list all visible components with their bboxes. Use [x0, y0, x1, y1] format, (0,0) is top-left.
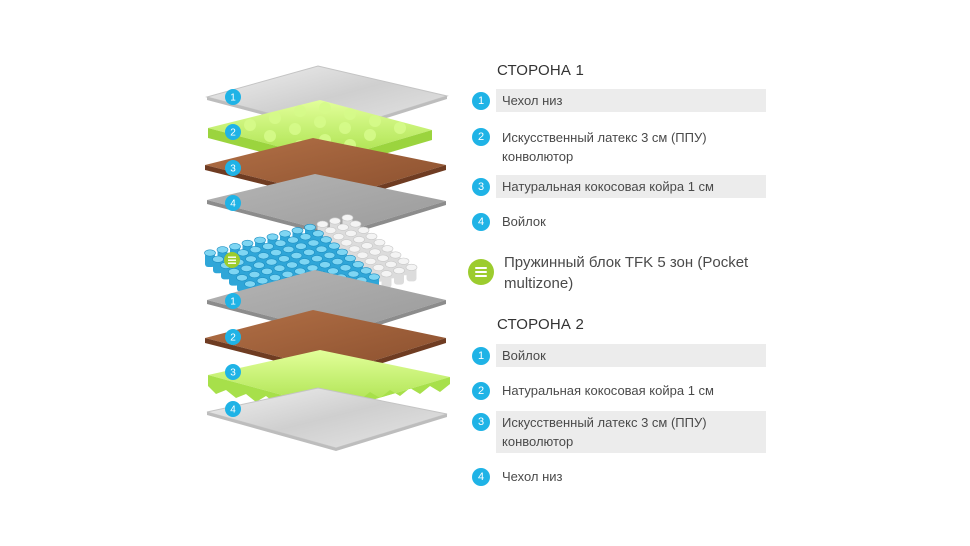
number-badge: 3: [472, 177, 490, 196]
side2-item-1-label: Войлок: [496, 344, 766, 367]
layer-cover-bottom: [206, 387, 448, 451]
diagram-badge-bottom-3: [225, 364, 241, 380]
side2-title: СТОРОНА 2: [497, 316, 584, 333]
side1-item-4: 4 Войлок: [470, 210, 766, 233]
side1-item-2: 2 Искусственный латекс 3 см (ППУ) конвол…: [470, 126, 766, 168]
layer-felt-bottom: [207, 270, 446, 338]
number-badge: 2: [472, 381, 490, 400]
side2-item-4: 4 Чехол низ: [470, 465, 766, 488]
number-badge: 1: [472, 91, 490, 110]
diagram-badge-bottom-4-label: 4: [230, 405, 236, 416]
number-badge: 1: [472, 346, 490, 365]
side1-item-4-label: Войлок: [502, 214, 546, 229]
list-icon: [468, 259, 494, 285]
side2-item-2-label: Натуральная кокосовая койра 1 см: [502, 383, 714, 398]
side1-title: СТОРОНА 1: [497, 62, 584, 79]
diagram-badge-top-4: [225, 195, 241, 211]
diagram-badge-top-1: [225, 89, 241, 105]
diagram-badge-top-2: [225, 124, 241, 140]
number-badge: 4: [472, 212, 490, 231]
side1-item-3-label: Натуральная кокосовая койра 1 см: [496, 175, 766, 198]
side1-item-1-label: Чехол низ: [496, 89, 766, 112]
layer-latex-top: [208, 100, 432, 170]
side2-item-3-label: Искусственный латекс 3 см (ППУ) конволют…: [496, 411, 766, 453]
side2-item-1: 1 Войлок: [470, 344, 766, 367]
diagram-badge-bottom-3-label: 3: [230, 368, 236, 379]
number-badge: 3: [472, 413, 490, 431]
side2-item-2: 2 Натуральная кокосовая койра 1 см: [470, 379, 766, 402]
layer-felt-top: [207, 174, 446, 238]
side1-item-2-label: Искусственный латекс 3 см (ППУ) конволют…: [502, 130, 707, 164]
diagram-badges: 1 2 3 4 1 2 3 4: [224, 89, 241, 417]
side2-item-3: 3 Искусственный латекс 3 см (ППУ) конвол…: [470, 411, 766, 453]
diagram-badge-bottom-4: [225, 401, 241, 417]
side2-item-4-label: Чехол низ: [502, 469, 563, 484]
layer-latex-bottom: [208, 350, 450, 418]
diagram-badge-top-1-label: 1: [230, 93, 236, 104]
side1-item-1: 1 Чехол низ: [470, 89, 766, 112]
diagram-badge-top-3: [225, 160, 241, 176]
diagram-badge-top-2-label: 2: [230, 128, 236, 139]
diagram-badge-top-4-label: 4: [230, 199, 236, 210]
diagram-badge-bottom-1: [225, 293, 241, 309]
diagram-badge-bottom-1-label: 1: [230, 297, 236, 308]
number-badge: 2: [472, 128, 490, 146]
diagram-badge-bottom-2: [225, 329, 241, 345]
diagram-badge-top-3-label: 3: [230, 164, 236, 175]
diagram-badge-bottom-2-label: 2: [230, 333, 236, 344]
side1-item-3: 3 Натуральная кокосовая койра 1 см: [470, 175, 766, 198]
spring-block-label: Пружинный блок TFK 5 зон (Pocket multizo…: [504, 254, 749, 292]
number-badge: 4: [472, 467, 490, 486]
